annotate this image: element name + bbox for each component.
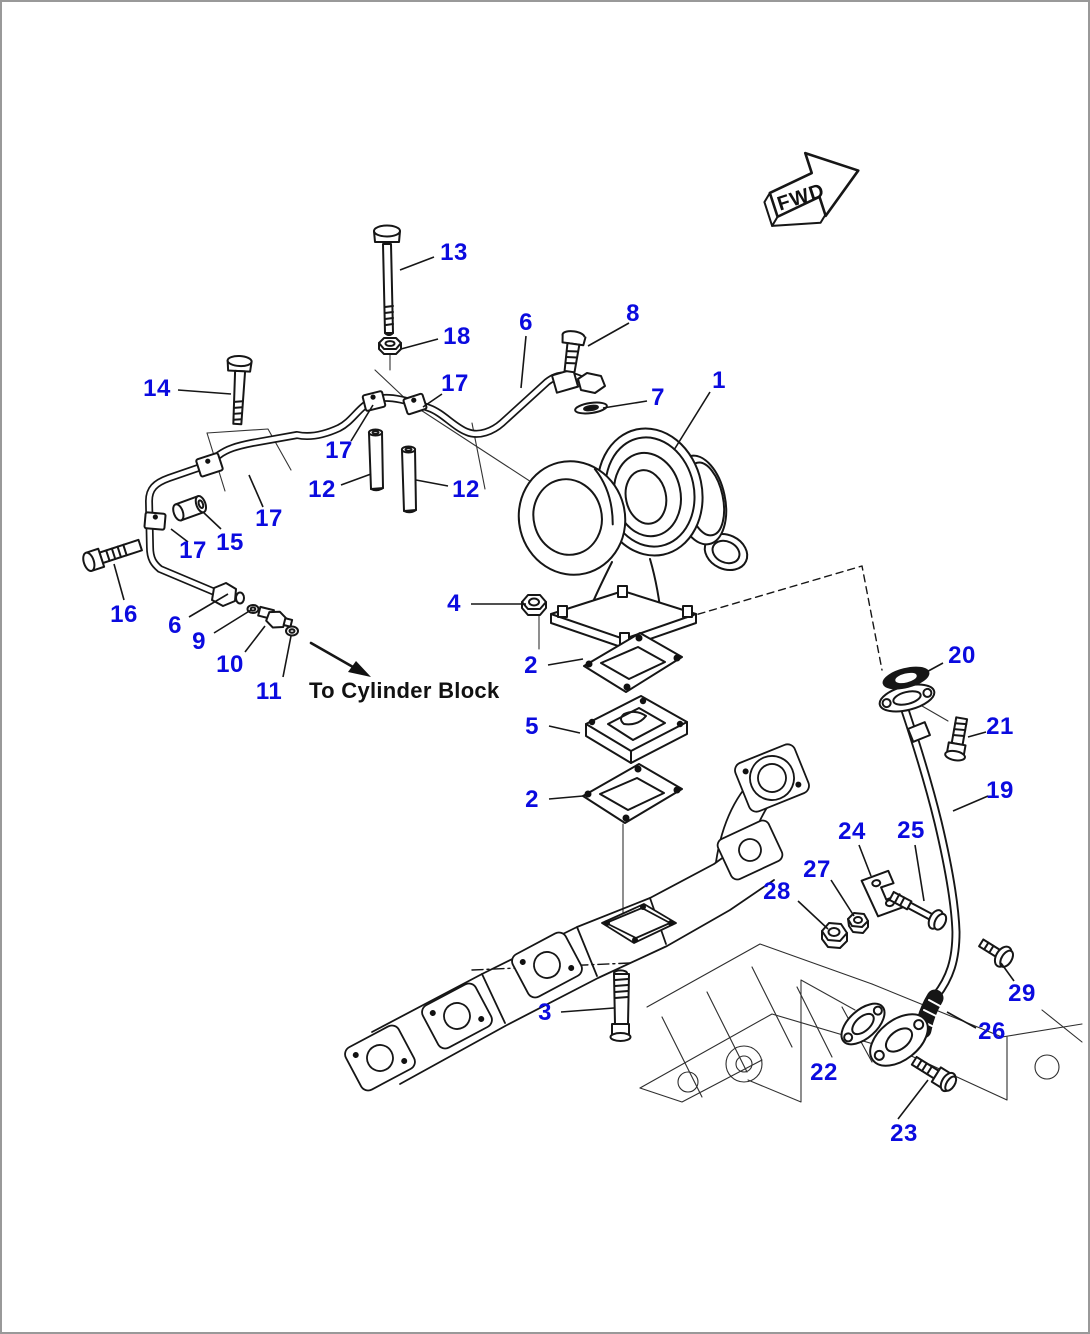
leader-line-20 — [920, 662, 944, 676]
part-17-clamp — [402, 392, 428, 416]
part-17-clamp — [143, 511, 167, 531]
exhaust-manifold — [344, 743, 810, 1092]
leader-line-11 — [282, 635, 292, 678]
part-2-gasket — [583, 632, 683, 693]
leader-line-24 — [858, 844, 872, 877]
pipe-6-turbo-fitting — [550, 368, 606, 394]
part-28-nut — [821, 922, 848, 949]
leader-line-17 — [350, 404, 374, 442]
part-12-tube — [400, 445, 417, 514]
leader-line-2 — [548, 795, 584, 800]
part-4-nut — [521, 594, 547, 616]
part-22-gasket — [840, 1002, 886, 1046]
leader-line-15 — [202, 511, 222, 530]
part-3-bolt — [609, 969, 632, 1042]
leader-line-14 — [177, 389, 232, 395]
part-29-bolt — [978, 938, 1015, 968]
to-cylinder-block-arrow — [309, 641, 371, 677]
to-cylinder-block-label: To Cylinder Block — [309, 678, 500, 703]
leader-line-5 — [548, 725, 581, 734]
part-7-washer — [574, 401, 608, 415]
leader-line-1 — [673, 391, 711, 451]
part-12-tube — [367, 428, 384, 492]
leader-line-16 — [113, 563, 125, 601]
part-14-bolt — [226, 355, 253, 426]
leader-line-17 — [248, 474, 264, 508]
leader-line-17 — [170, 528, 189, 543]
leader-line-27 — [830, 879, 855, 917]
leader-line-6 — [188, 593, 229, 618]
leader-line-18 — [400, 338, 439, 350]
leader-line-12 — [415, 479, 449, 487]
leader-line-2 — [547, 658, 584, 666]
part-10-connector — [257, 605, 294, 629]
leader-line-26 — [946, 1011, 977, 1029]
part-20-gasket — [882, 666, 930, 690]
part-27-nut — [847, 912, 869, 934]
leader-line-8 — [587, 322, 630, 347]
leader-line-25 — [914, 844, 925, 902]
leader-line-10 — [244, 625, 266, 653]
part-23-bolt — [910, 1055, 958, 1093]
leader-line-23 — [897, 1079, 929, 1120]
leader-line-3 — [560, 1007, 615, 1013]
part-21-bolt — [944, 716, 969, 762]
part-15-bushing — [172, 495, 208, 522]
part-8-bolt — [561, 330, 587, 374]
part-2-gasket — [582, 763, 683, 824]
leader-line-28 — [797, 900, 829, 930]
turbo-outlet-port — [703, 533, 749, 571]
part-18-nut — [378, 337, 402, 355]
leader-line-12 — [340, 473, 372, 486]
leader-line-17 — [422, 393, 443, 408]
leader-line-29 — [1000, 962, 1015, 982]
part-17-clamp — [195, 452, 224, 478]
leader-line-9 — [213, 609, 252, 634]
leader-line-6 — [520, 335, 527, 389]
leader-line-7 — [602, 400, 648, 409]
leader-line-19 — [952, 795, 989, 812]
pipe-19-elbow-flange — [869, 1013, 929, 1067]
part-17-clamp — [361, 390, 387, 412]
part-16-bolt — [82, 538, 143, 572]
fwd-direction-arrow: FWD — [763, 151, 860, 227]
part-25-bolt — [888, 890, 948, 931]
leader-line-13 — [399, 256, 435, 271]
part-5-spacer — [585, 695, 688, 764]
leader-line-21 — [967, 731, 987, 738]
part-11-washer — [285, 625, 299, 637]
part-13-bolt — [373, 224, 401, 336]
